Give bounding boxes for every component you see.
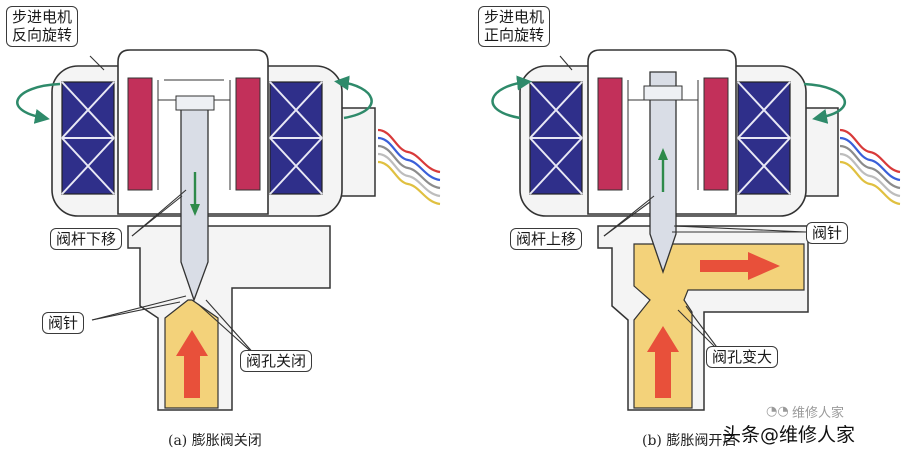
flow-arrow-right-b (700, 252, 780, 280)
rotor-magnet-left-b (597, 77, 623, 191)
orifice-label-a: 阀孔关闭 (240, 350, 313, 373)
motor-label-a-line2: 反向旋转 (12, 26, 73, 45)
stem-label-b: 阀杆上移 (510, 228, 583, 251)
rotation-arrow-right-a (334, 75, 373, 120)
watermark-faint: 维修人家 (792, 406, 845, 421)
caption-b: (b) 膨胀阀开启 (642, 433, 737, 449)
stem-label-a: 阀杆下移 (50, 228, 123, 251)
motor-label-a-line1: 步进电机 (12, 8, 73, 26)
flow-arrow-up-a (176, 330, 208, 398)
rotation-arrow-right-b (803, 82, 846, 124)
rotor-magnet-left-a (127, 77, 153, 191)
stator-coil-right-a (269, 81, 323, 195)
panel-b-valve-open (491, 49, 901, 411)
needle-label-b: 阀针 (806, 222, 849, 245)
stator-coil-right-b (737, 81, 791, 195)
orifice-label-b: 阀孔变大 (706, 346, 779, 369)
watermark-main: 头条@维修人家 (722, 424, 856, 446)
caption-a: (a) 膨胀阀关闭 (168, 433, 262, 449)
stator-coil-left-b (529, 81, 583, 195)
motor-label-a: 步进电机 反向旋转 (6, 6, 79, 47)
stator-coil-left-a (61, 81, 115, 195)
needle-label-a: 阀针 (42, 312, 85, 335)
rotation-arrow-left-b (491, 75, 532, 120)
rotation-arrow-left-a (16, 82, 61, 124)
flow-arrow-up-b (647, 326, 679, 398)
panel-a-valve-closed (16, 49, 441, 411)
motor-label-b: 步进电机 正向旋转 (478, 6, 551, 47)
motor-label-b-line1: 步进电机 (484, 8, 545, 26)
rotor-magnet-right-a (235, 77, 261, 191)
watermark-chat-icon: ◔◔ (766, 404, 789, 419)
refrigerant-flow-b (633, 243, 805, 409)
lead-wires-a (377, 128, 441, 206)
motor-label-b-line2: 正向旋转 (484, 26, 545, 45)
rotor-magnet-right-b (703, 77, 729, 191)
valve-body-lower-a (127, 225, 331, 411)
lead-wires-b (839, 128, 901, 206)
